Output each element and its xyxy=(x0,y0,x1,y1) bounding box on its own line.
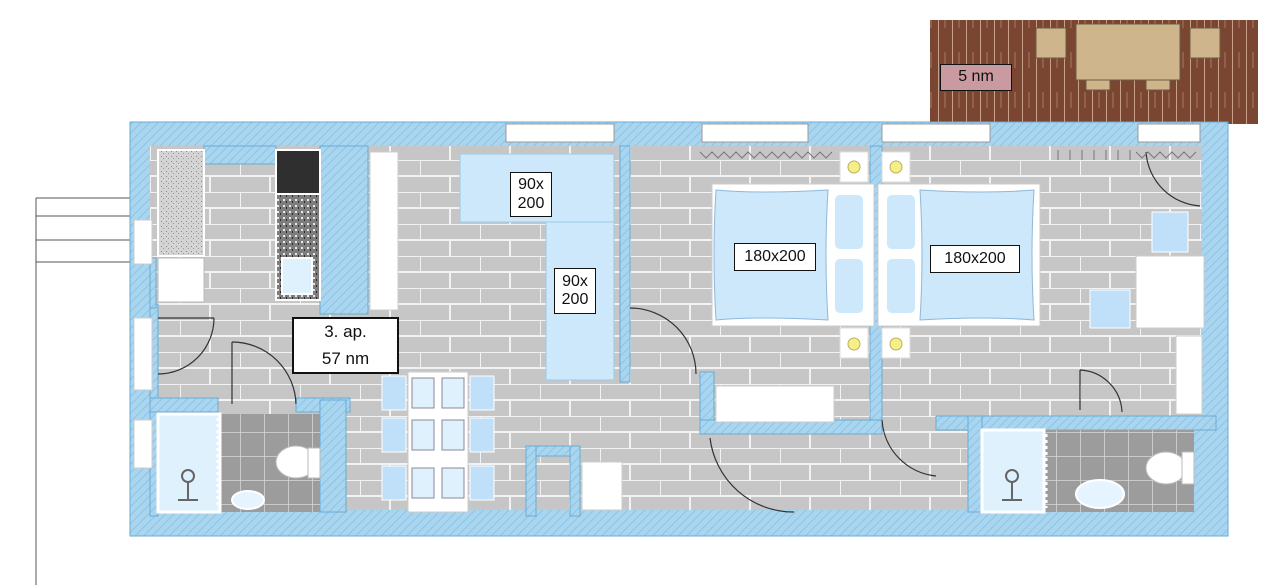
apartment-area: 57 nm xyxy=(321,348,370,368)
terrace-label: 5 nm xyxy=(940,64,1012,91)
bed-label-1: 90x 200 xyxy=(510,172,552,217)
windows xyxy=(505,123,1201,143)
terrace-area: 5 nm xyxy=(958,68,994,86)
interior-walls xyxy=(149,145,1217,517)
bed-label-2: 90x 200 xyxy=(554,268,596,314)
bed-size-4: 180x200 xyxy=(944,249,1006,267)
bed-size-1: 90x 200 xyxy=(517,176,545,212)
kitchen xyxy=(133,149,399,469)
bathroom-left xyxy=(156,412,321,514)
apartment-name: 3. ap. xyxy=(324,322,367,341)
doors xyxy=(157,151,1201,513)
bathroom-right xyxy=(980,428,1195,514)
exterior-railing xyxy=(35,197,130,585)
terrace xyxy=(930,20,1258,124)
apartment-area-wrap: 57 nm xyxy=(292,345,399,374)
bed-size-3: 180x200 xyxy=(744,247,806,265)
desk-area xyxy=(581,211,1205,511)
dining-table xyxy=(381,371,495,513)
curtains xyxy=(699,150,1197,160)
bed-label-3: 180x200 xyxy=(734,243,816,271)
bed-label-4: 180x200 xyxy=(930,245,1020,273)
bed-size-2: 90x 200 xyxy=(561,272,589,308)
